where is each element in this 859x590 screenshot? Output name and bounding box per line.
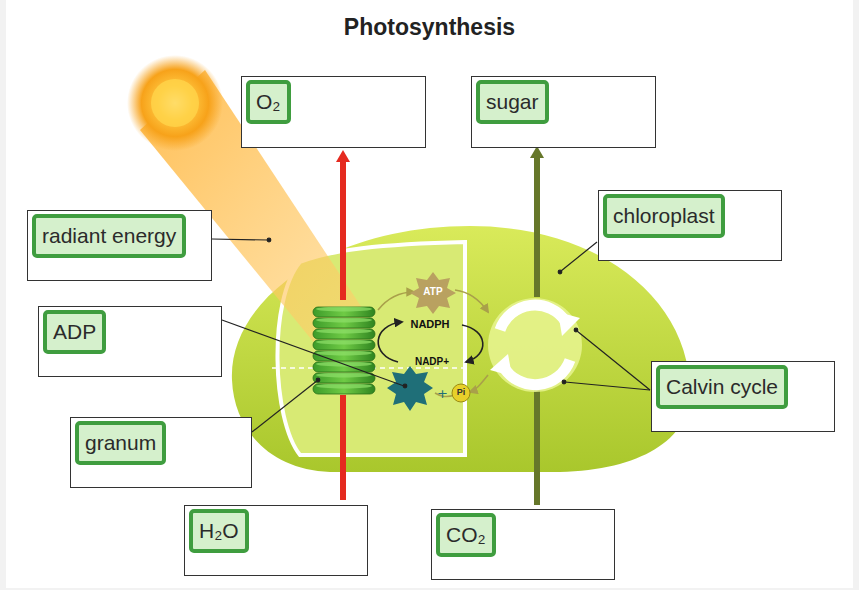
term-label: O₂	[246, 80, 291, 124]
label-text: Calvin cycle	[666, 375, 778, 398]
label-text: sugar	[486, 90, 539, 113]
term-label: ADP	[43, 310, 106, 354]
molecule-label: ATP	[423, 286, 442, 297]
svg-text:+: +	[437, 386, 448, 401]
diagram-title: Photosynthesis	[0, 14, 859, 41]
granum-stack	[313, 307, 375, 395]
label-text: chloroplast	[613, 204, 715, 227]
label-text: O₂	[256, 90, 281, 113]
term-label: chloroplast	[603, 194, 725, 238]
leader-lines	[212, 238, 650, 432]
label-text: granum	[85, 431, 156, 454]
label-text: radiant energy	[42, 224, 176, 247]
molecule-label: NADP+	[415, 356, 449, 367]
term-label: granum	[75, 421, 166, 465]
term-label: Calvin cycle	[656, 365, 788, 409]
term-label: radiant energy	[32, 214, 186, 258]
adp-star	[387, 366, 433, 411]
molecule-label: NADPH	[410, 318, 449, 330]
term-label: CO₂	[436, 513, 496, 557]
label-text: H₂O	[199, 519, 239, 542]
atp-star	[410, 272, 456, 314]
label-text: ADP	[53, 320, 96, 343]
term-label: sugar	[476, 80, 549, 124]
sun	[127, 55, 223, 151]
term-label: H₂O	[189, 509, 249, 553]
label-text: CO₂	[446, 523, 486, 546]
molecule-label: Pi	[457, 387, 466, 397]
pi-circle	[452, 384, 470, 402]
